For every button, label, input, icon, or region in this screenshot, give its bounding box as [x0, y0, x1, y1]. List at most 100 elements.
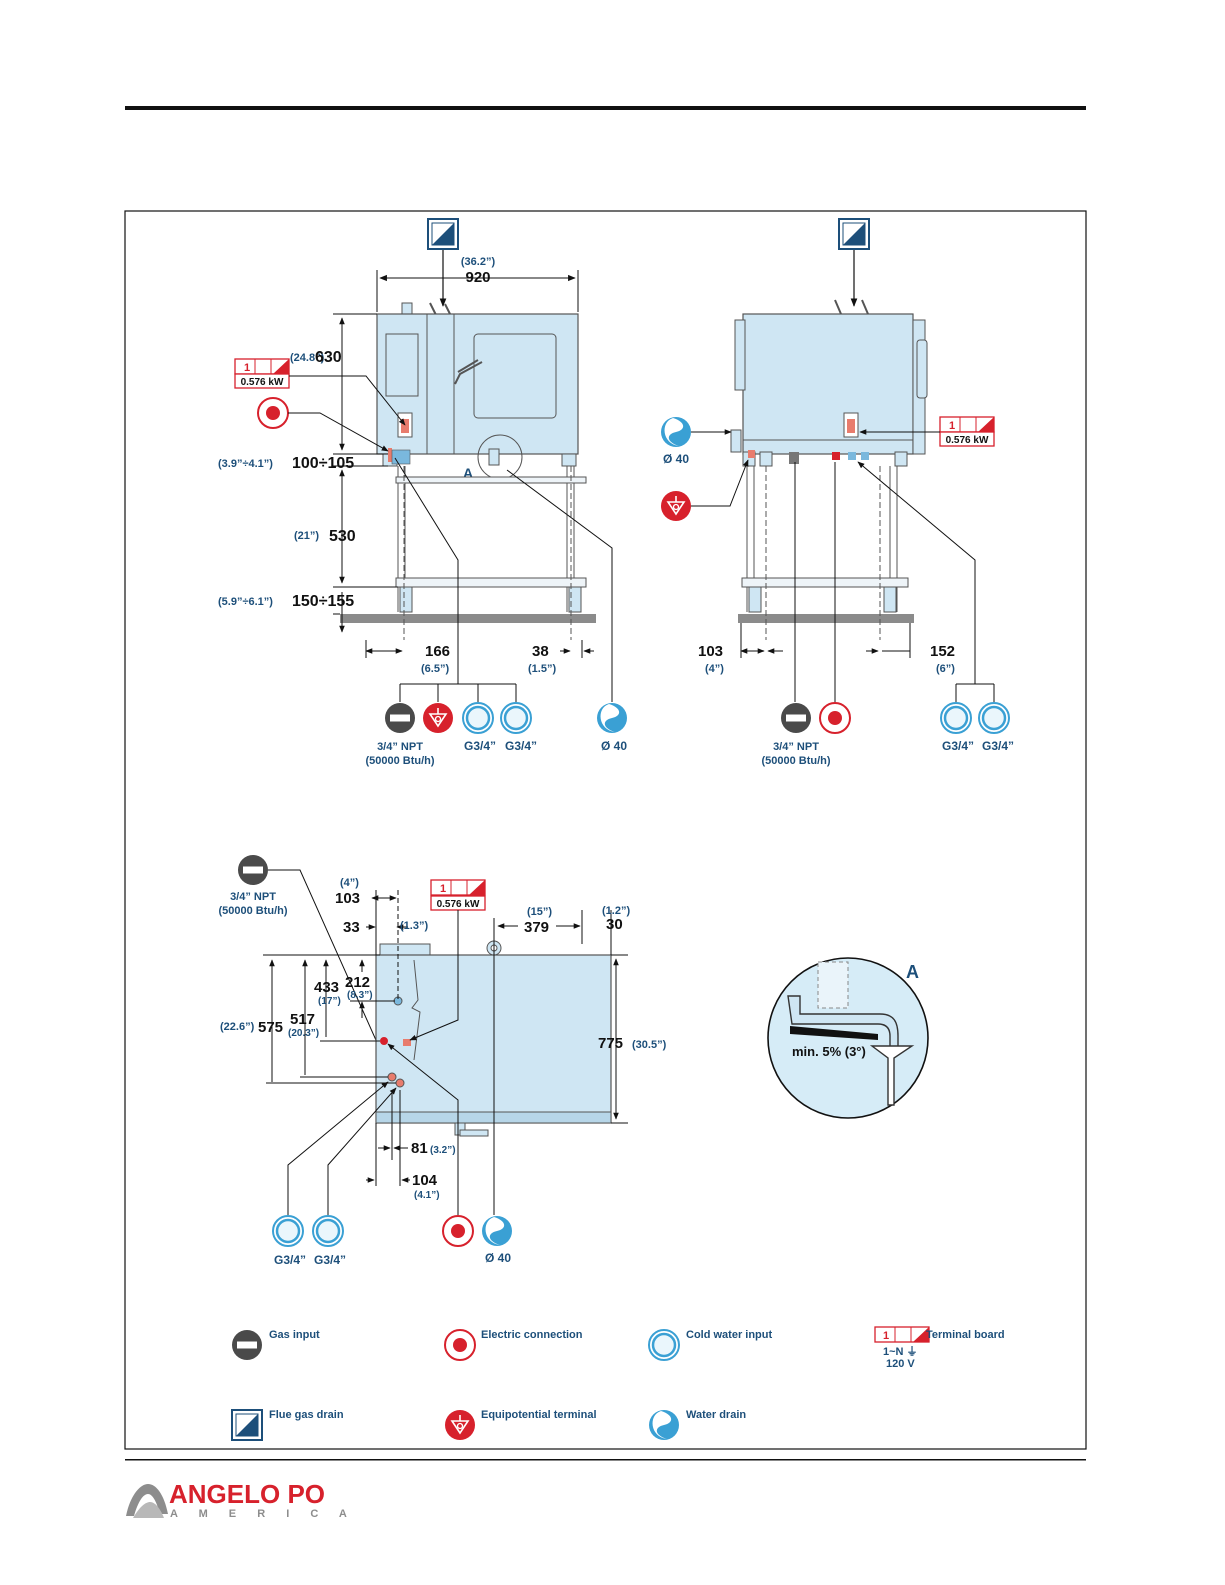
legend-terminal: Terminal board [926, 1329, 1005, 1341]
detail-a-mark: A [463, 465, 473, 481]
side-water1-label: G3/4” [942, 739, 974, 753]
front-h2: 100÷105 [292, 455, 354, 472]
front-h4-inch: (5.9”÷6.1”) [218, 596, 273, 608]
top-d33: 33 [343, 919, 360, 936]
front-tb-kw: 0.576 kW [241, 377, 284, 388]
detail-a: A min. 5% (3°) [767, 957, 929, 1119]
top-water2-label: G3/4” [314, 1253, 346, 1267]
cold-water-input-icon [499, 701, 533, 735]
front-h1: 630 [315, 349, 342, 366]
angelo-po-logo-icon [126, 1484, 168, 1518]
legend-terminal-voltage: 120 V [886, 1358, 915, 1370]
oven-body-side [742, 313, 914, 455]
front-water2-label: G3/4” [505, 739, 537, 753]
top-d517: 517 [290, 1011, 315, 1028]
footer-rule [125, 1459, 1086, 1461]
floor [738, 614, 914, 623]
gas-input-icon [232, 1330, 262, 1360]
side-d2: 152 [930, 643, 955, 660]
side-d1: 103 [698, 643, 723, 660]
side-gas-label: 3/4” NPT [773, 741, 819, 753]
legend-water: Cold water input [686, 1329, 773, 1341]
top-d517-inch: (20.3”) [288, 1028, 319, 1039]
top-d33-inch: (1.3”) [400, 920, 428, 932]
top-d775: 775 [598, 1035, 623, 1052]
front-gas-label: 3/4” NPT [377, 741, 423, 753]
side-d2-inch: (6”) [936, 663, 955, 675]
brand-logo: ANGELO PO A M E R I C A [126, 1479, 356, 1520]
electric-connection-icon [442, 1215, 474, 1247]
brand-sub: A M E R I C A [170, 1508, 356, 1520]
gas-input-icon [385, 703, 415, 733]
side-tb-num: 1 [949, 420, 955, 432]
top-d379-inch: (15”) [527, 906, 552, 918]
top-d103-inch: (4”) [340, 877, 359, 889]
side-drain-label: Ø 40 [663, 452, 689, 466]
water-drain-icon [597, 703, 627, 733]
top-d30-inch: (1.2”) [602, 905, 630, 917]
gas-input-icon [238, 855, 268, 885]
front-d2-inch: (1.5”) [528, 663, 556, 675]
front-h2-inch: (3.9”÷4.1”) [218, 458, 273, 470]
top-water1-label: G3/4” [274, 1253, 306, 1267]
legend-terminal-phase: 1~N ⏚ [883, 1345, 918, 1358]
legend-gas: Gas input [269, 1329, 320, 1341]
legend: Gas input Electric connection Cold water… [231, 1326, 1005, 1441]
water-drain-icon [661, 417, 691, 447]
detail-a-title: A [906, 962, 919, 982]
cold-water-input-icon [939, 701, 973, 735]
top-tb-num: 1 [440, 883, 446, 895]
front-view: (36.2”) 920 A [218, 218, 627, 767]
electric-connection-icon [819, 702, 851, 734]
front-h3-inch: (21”) [294, 530, 319, 542]
floor [340, 614, 596, 623]
cold-water-input-icon [311, 1214, 345, 1248]
top-d775-inch: (30.5”) [632, 1039, 667, 1051]
cold-water-input-icon [977, 701, 1011, 735]
flue-gas-drain-icon [231, 1409, 263, 1441]
front-d2: 38 [532, 643, 549, 660]
top-drain-label: Ø 40 [485, 1251, 511, 1265]
front-h1-inch: (24.8”) [290, 352, 325, 364]
cold-water-input-icon [647, 1328, 681, 1362]
top-d103: 103 [335, 890, 360, 907]
diagram-frame [124, 210, 1087, 1450]
top-d81-inch: (3.2”) [430, 1145, 456, 1156]
side-tb-kw: 0.576 kW [946, 435, 989, 446]
side-gas-btu: (50000 Btu/h) [761, 755, 830, 767]
equipotential-terminal-icon [444, 1409, 476, 1441]
top-gas-btu: (50000 Btu/h) [218, 905, 287, 917]
top-gas-label: 3/4” NPT [230, 891, 276, 903]
top-d30: 30 [606, 916, 623, 933]
front-h4: 150÷155 [292, 593, 354, 610]
legend-tb-num: 1 [883, 1330, 889, 1342]
front-d1-inch: (6.5”) [421, 663, 449, 675]
electric-connection-icon [257, 397, 289, 429]
brand-name: ANGELO PO [169, 1479, 325, 1509]
legend-drain: Water drain [686, 1409, 746, 1421]
top-d81: 81 [411, 1140, 428, 1157]
cold-water-input-icon [461, 701, 495, 735]
front-h3: 530 [329, 528, 356, 545]
side-d1-inch: (4”) [705, 663, 724, 675]
flue-gas-drain-icon [838, 218, 870, 250]
top-d104: 104 [412, 1172, 438, 1189]
flue-gas-drain-icon [427, 218, 459, 250]
header-rule [125, 106, 1086, 110]
top-d433-inch: (17”) [318, 996, 341, 1007]
top-d212-inch: (8.3”) [347, 990, 373, 1001]
legend-electric: Electric connection [481, 1329, 583, 1341]
top-d575: 575 [258, 1019, 283, 1036]
legend-equip: Equipotential terminal [481, 1409, 597, 1421]
detail-slope: min. 5% (3°) [792, 1044, 866, 1059]
front-gas-btu: (50000 Btu/h) [365, 755, 434, 767]
top-view: 3/4” NPT (50000 Btu/h) 1 0.576 kW (4”) 1… [218, 855, 667, 1267]
water-drain-icon [482, 1216, 512, 1246]
front-tb-num: 1 [244, 362, 250, 374]
top-d104-inch: (4.1”) [414, 1190, 440, 1201]
water-drain-icon [649, 1410, 679, 1440]
gas-input-icon [781, 703, 811, 733]
top-d575-inch: (22.6”) [220, 1021, 255, 1033]
legend-flue: Flue gas drain [269, 1409, 344, 1421]
